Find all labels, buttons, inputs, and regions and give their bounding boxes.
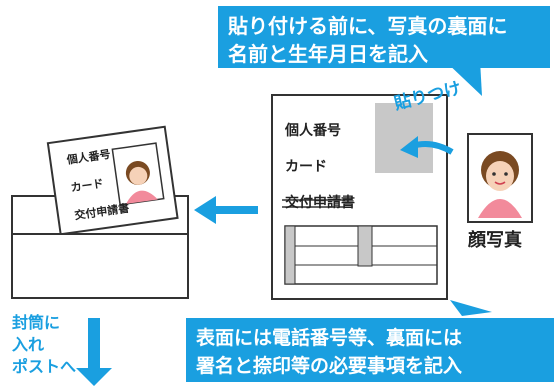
arrow-to-envelope <box>194 196 258 224</box>
top-callout-line2: 名前と生年月日を記入 <box>228 42 428 66</box>
photo-label: 顔写真 <box>468 230 522 251</box>
photo-shirt <box>478 199 522 218</box>
bottom-callout: 表面には電話番号等、裏面には 署名と捺印等の必要事項を記入 <box>186 318 554 382</box>
bottom-callout-tail <box>450 300 492 316</box>
mail-instruction-line3: ポストへ <box>12 357 77 376</box>
envelope-form-line3: 交付申請書 <box>73 201 131 223</box>
stick-arrow-head <box>400 136 418 158</box>
mail-instruction-line2: 入れ <box>12 335 45 354</box>
mail-instruction-line1: 封筒に <box>12 313 61 332</box>
envelope-form-line2: カード <box>69 176 105 195</box>
photo-placeholder <box>375 103 433 173</box>
top-callout: 貼り付ける前に、写真の裏面に 名前と生年月日を記入 <box>218 6 550 68</box>
form-title-line1: 個人番号 <box>285 123 341 139</box>
bottom-callout-line1: 表面には電話番号等、裏面には <box>196 327 463 349</box>
envelope-form-line1: 個人番号 <box>65 147 112 167</box>
envelope-form-card <box>46 125 179 236</box>
top-callout-tail <box>444 60 482 96</box>
form-title: 個人番号 カード 交付申請書 <box>285 104 355 230</box>
down-arrow-to-post <box>76 318 112 386</box>
bottom-callout-line2: 署名と捺印等の必要事項を記入 <box>196 355 463 377</box>
form-title-line2: カード <box>285 159 327 175</box>
mail-instruction: 封筒に 入れ ポストへ <box>12 312 76 378</box>
top-callout-line1: 貼り付ける前に、写真の裏面に <box>228 14 508 38</box>
envelope-front <box>11 233 189 299</box>
form-title-line3: 交付申請書 <box>285 195 355 211</box>
